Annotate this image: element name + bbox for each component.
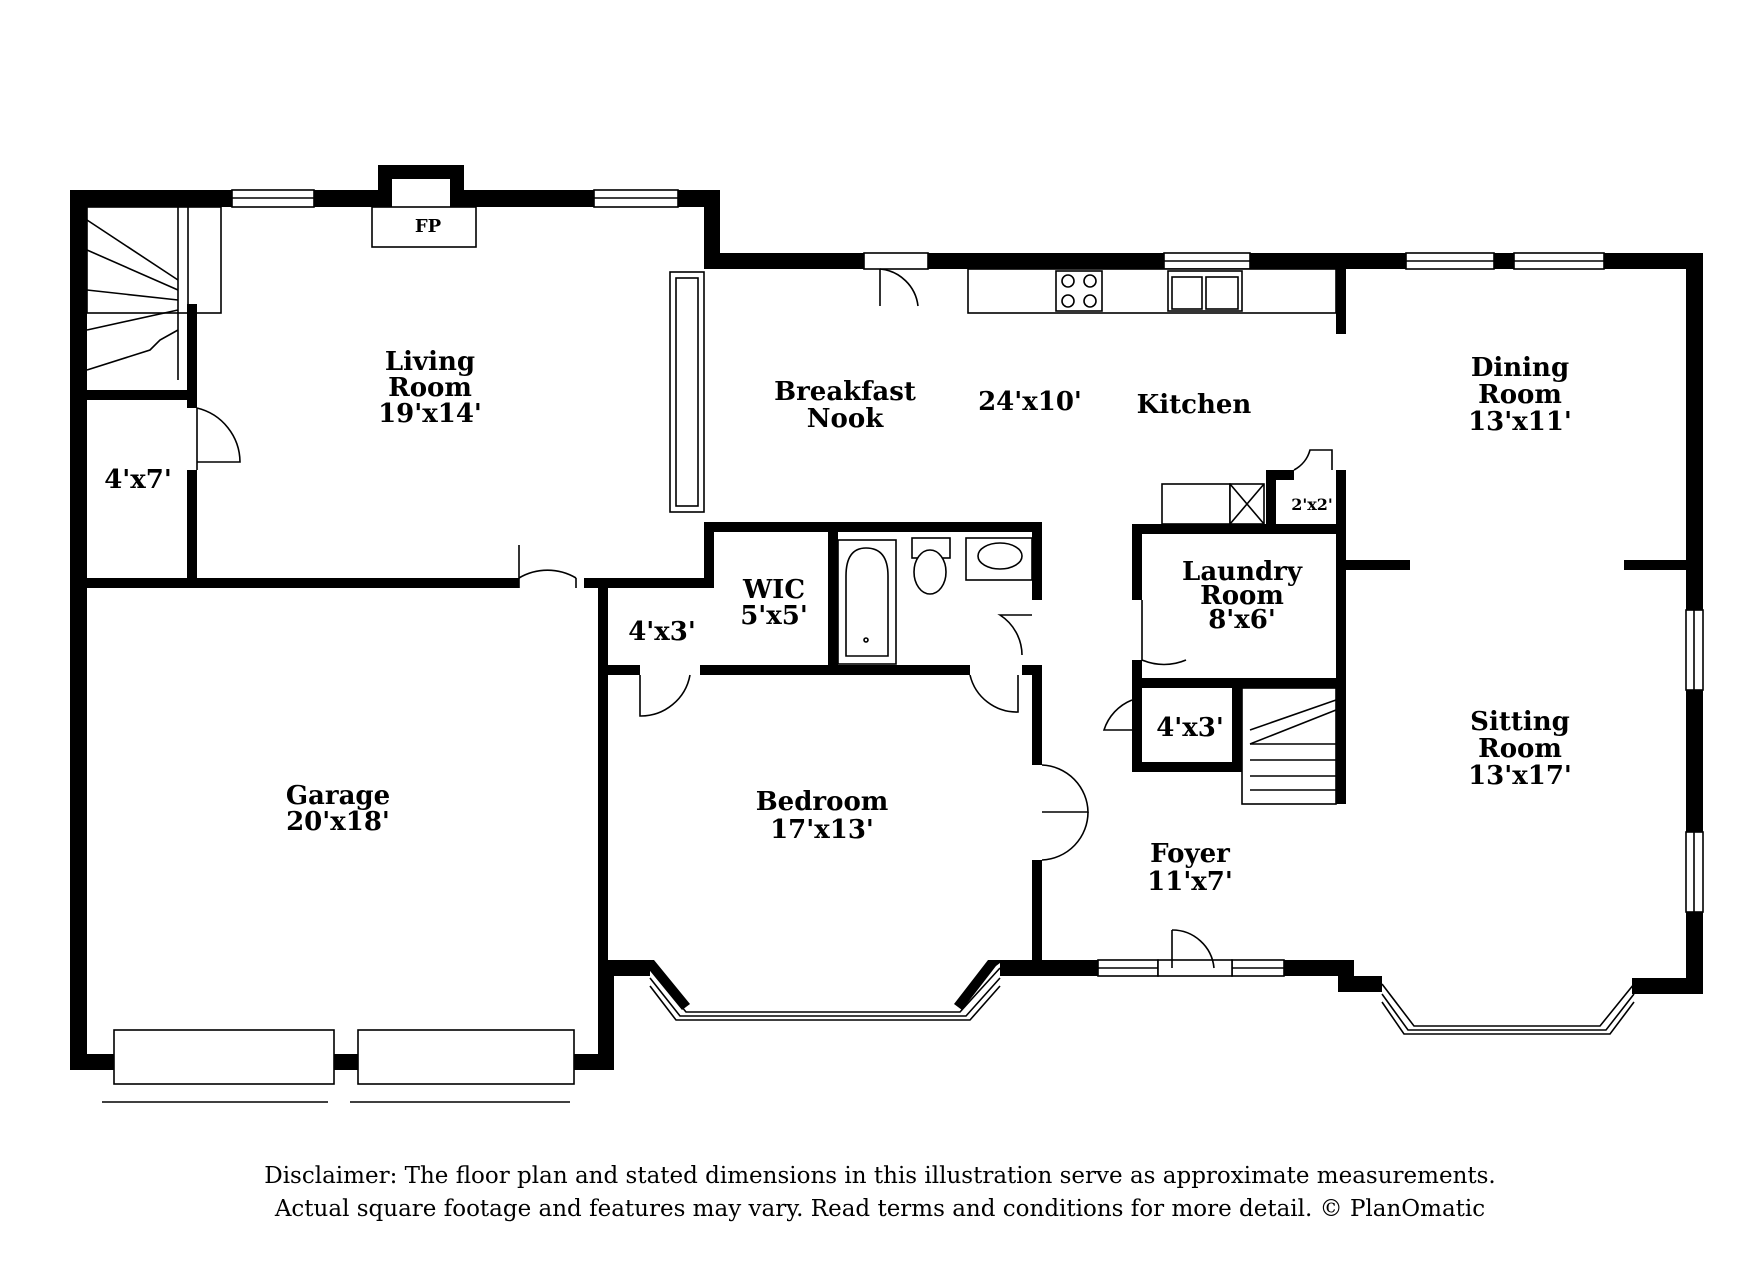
kitchen-name: Kitchen — [1137, 390, 1252, 420]
pantry-size: 2'x2' — [1291, 495, 1333, 514]
breakfast-nook-name-line2: Nook — [807, 404, 884, 434]
bedroom-name: Bedroom — [756, 787, 889, 817]
fixtures — [371, 206, 1337, 665]
bedroom-size: 17'x13' — [770, 815, 874, 845]
disclaimer: Disclaimer: The floor plan and stated di… — [0, 1160, 1760, 1226]
exterior-walls — [70, 165, 1703, 1070]
laundry-room-name-line1: Laundry — [1182, 557, 1303, 587]
foyer-name: Foyer — [1150, 839, 1230, 869]
fireplace-label: FP — [415, 216, 442, 237]
laundry-room-name-line2: Room — [1200, 581, 1284, 611]
dining-room-size: 13'x11' — [1468, 407, 1572, 437]
sitting-room-name-line1: Sitting — [1470, 707, 1570, 737]
kitchen-size: 24'x10' — [978, 387, 1082, 417]
sitting-room-size: 13'x17' — [1468, 761, 1572, 791]
living-room-size: 19'x14' — [378, 399, 482, 429]
disclaimer-line-1: Disclaimer: The floor plan and stated di… — [264, 1163, 1496, 1189]
stairs — [86, 206, 1337, 805]
room-labels: Living Room 19'x14' FP 4'x7' Breakfast N… — [104, 216, 1572, 897]
garage-size: 20'x18' — [286, 807, 390, 837]
living-room-name-line1: Living — [385, 347, 475, 377]
doors — [196, 252, 1333, 977]
bay-windows — [638, 960, 1635, 1035]
sitting-room-name-line2: Room — [1478, 734, 1562, 764]
laundry-room-size: 8'x6' — [1208, 605, 1276, 635]
living-room-name-line2: Room — [388, 373, 472, 403]
breakfast-nook-name-line1: Breakfast — [774, 377, 916, 407]
windows — [102, 189, 1704, 1103]
wic-size: 5'x5' — [740, 601, 808, 631]
interior-walls — [87, 264, 1686, 968]
foyer-closet-size: 4'x3' — [1156, 713, 1224, 743]
wic-name: WIC — [742, 575, 805, 605]
dining-room-name-line2: Room — [1478, 380, 1562, 410]
garage-name: Garage — [286, 781, 390, 811]
dining-room-name-line1: Dining — [1471, 353, 1569, 383]
disclaimer-line-2: Actual square footage and features may v… — [274, 1196, 1486, 1222]
left-closet-size: 4'x7' — [104, 465, 172, 495]
foyer-size: 11'x7' — [1147, 867, 1233, 897]
hall-closet-size: 4'x3' — [628, 617, 696, 647]
